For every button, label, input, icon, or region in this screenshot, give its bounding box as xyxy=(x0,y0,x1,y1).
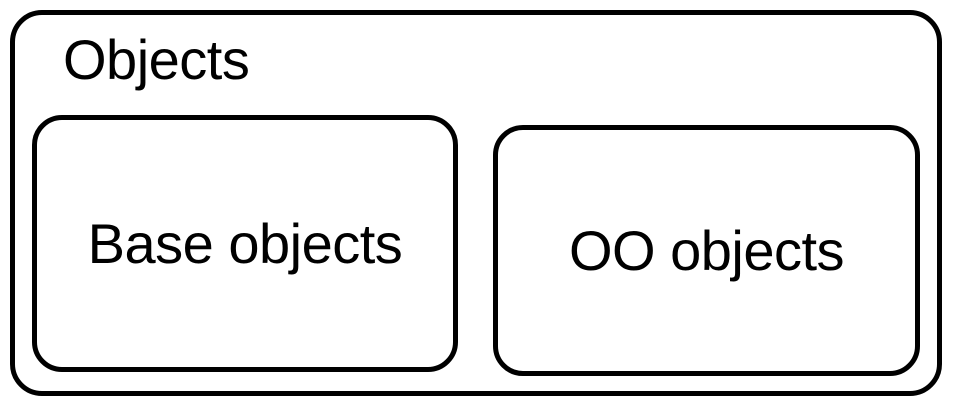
oo-objects-label: OO objects xyxy=(568,218,845,282)
objects-container-label: Objects xyxy=(63,28,250,91)
base-objects-box[interactable]: Base objects xyxy=(32,115,458,372)
objects-container-box[interactable] xyxy=(10,10,942,396)
base-objects-label: Base objects xyxy=(87,211,403,275)
oo-objects-box[interactable]: OO objects xyxy=(493,125,920,376)
